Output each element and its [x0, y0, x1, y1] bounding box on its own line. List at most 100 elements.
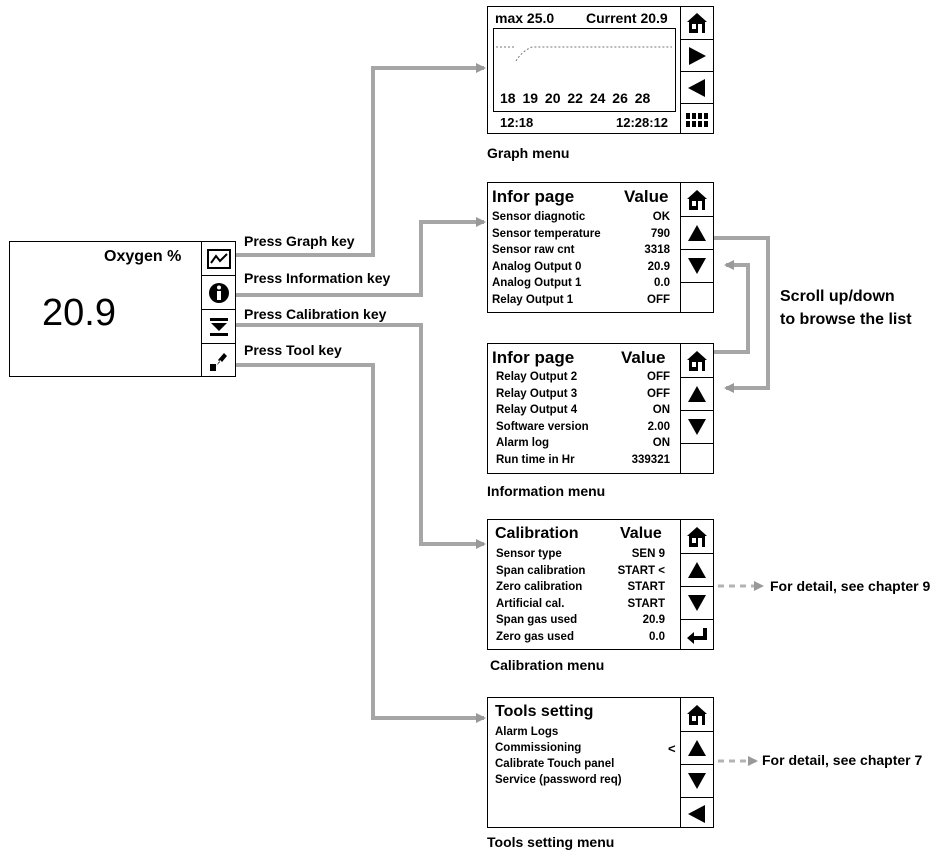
calibration-row-value: SEN 9 [631, 548, 665, 560]
enter-icon [687, 627, 707, 644]
graph-current: Current 20.9 [586, 10, 668, 26]
info1-row-value: 0.0 [654, 277, 670, 289]
tools-back-button[interactable] [681, 797, 713, 829]
info1-row-value: 790 [650, 227, 670, 240]
tool-key[interactable] [202, 343, 235, 377]
calibration-screen: Calibration Value Sensor type SEN 9 Span c… [487, 519, 714, 650]
info1-title: Infor page [492, 187, 575, 206]
home-icon [687, 13, 707, 33]
info1-row-label: Relay Output 1 [492, 293, 574, 306]
calibration-row-label: Span calibration [496, 564, 586, 577]
tools-menu-item[interactable]: Alarm Logs [495, 726, 559, 738]
wire-calibration [236, 323, 486, 549]
main-key-column [201, 241, 236, 377]
calibration-icon [209, 317, 228, 336]
info-icon [208, 282, 229, 303]
home-icon [687, 704, 707, 725]
tools-menu-item[interactable]: Commissioning [495, 742, 582, 754]
info2-row-value: OFF [647, 371, 670, 383]
calibration-row-label: Sensor type [496, 548, 562, 560]
calibration-row-value: START < [617, 564, 665, 577]
graph-time-end: 12:28:12 [616, 115, 669, 130]
press-tool-label: Press Tool key [244, 342, 342, 358]
home-icon [687, 350, 707, 371]
info1-row-label: Sensor raw cnt [492, 244, 575, 256]
info1-value-header: Value [624, 187, 669, 206]
info2-row-label: Software version [496, 420, 589, 433]
tools-home-button[interactable] [681, 698, 713, 731]
tools-down-button[interactable] [681, 764, 713, 797]
tools-menu-item[interactable]: Service (password req) [495, 774, 622, 786]
info2-row-value: ON [652, 437, 670, 449]
info1-row-label: Analog Output 0 [492, 260, 582, 273]
graph-ticks: 18 19 20 22 24 26 28 [500, 90, 651, 106]
info2-down-button[interactable] [681, 410, 713, 443]
info1-home-button[interactable] [681, 183, 713, 216]
info2-button-column [680, 343, 714, 474]
info1-up-button[interactable] [681, 216, 713, 249]
calibration-home-button[interactable] [681, 520, 713, 553]
info1-empty-button [681, 282, 713, 314]
main-value: 20.9 [42, 292, 116, 334]
graph-back-button[interactable] [681, 71, 713, 103]
info2-up-button[interactable] [681, 377, 713, 410]
home-icon [687, 189, 707, 210]
wire-tool [236, 363, 486, 723]
back-icon [688, 804, 705, 823]
calibration-key[interactable] [202, 309, 235, 343]
information-key[interactable] [202, 275, 235, 309]
info1-row-value: OFF [647, 293, 670, 306]
info1-row-value: 3318 [644, 244, 670, 256]
info2-row-value: OFF [647, 387, 670, 400]
tools-up-button[interactable] [681, 731, 713, 764]
tools-title: Tools setting [495, 703, 594, 720]
calibration-row-label: Span gas used [496, 614, 578, 626]
info1-row-value: 20.9 [647, 260, 670, 273]
calibration-row-label: Artificial cal. [496, 597, 565, 610]
info1-row-value: OK [652, 211, 670, 223]
info2-row-value: 2.00 [647, 420, 670, 433]
calibration-up-button[interactable] [681, 553, 713, 586]
graph-home-button[interactable] [681, 7, 713, 39]
tools-detail-note: For detail, see chapter 7 [762, 752, 923, 768]
graph-key[interactable] [202, 242, 235, 275]
calibration-title: Calibration [495, 525, 579, 542]
scroll-note-line2: to browse the list [780, 311, 912, 328]
down-arrow-icon [688, 595, 706, 611]
calibration-detail-note: For detail, see chapter 9 [770, 578, 931, 594]
graph-forward-button[interactable] [681, 39, 713, 71]
info2-row-label: Relay Output 2 [496, 371, 578, 383]
play-icon [689, 46, 706, 65]
scroll-note-line1: Scroll up/down [780, 288, 895, 305]
graph-grid-button[interactable] [681, 103, 713, 135]
calibration-down-button[interactable] [681, 586, 713, 619]
home-icon [687, 526, 707, 547]
press-calibration-label: Press Calibration key [244, 306, 387, 322]
info2-row-label: Run time in Hr [496, 453, 575, 466]
wire-graph [236, 63, 486, 257]
graph-time-start: 12:18 [500, 115, 534, 130]
calibration-value-header: Value [620, 525, 662, 542]
calibration-row-value: 0.0 [649, 630, 665, 643]
tools-menu-item[interactable]: Calibrate Touch panel [495, 758, 615, 770]
graph-screen: max 25.0 Current 20.9 18 19 20 22 24 26 … [487, 6, 714, 134]
info1-down-button[interactable] [681, 249, 713, 282]
press-graph-label: Press Graph key [244, 233, 355, 249]
wire-scroll-down [713, 236, 770, 393]
down-arrow-icon [688, 773, 706, 789]
calibration-enter-button[interactable] [681, 619, 713, 651]
calibration-row-value: START [627, 597, 665, 610]
graph-icon [206, 248, 231, 269]
up-arrow-icon [688, 386, 706, 402]
calibration-menu-caption: Calibration menu [490, 657, 605, 673]
up-arrow-icon [688, 225, 706, 241]
info2-home-button[interactable] [681, 344, 713, 377]
graph-button-column [680, 6, 714, 134]
wire-information [236, 217, 486, 297]
info2-empty-button [681, 443, 713, 475]
wire-scroll-up [713, 260, 750, 354]
info1-row-label: Analog Output 1 [492, 277, 582, 289]
